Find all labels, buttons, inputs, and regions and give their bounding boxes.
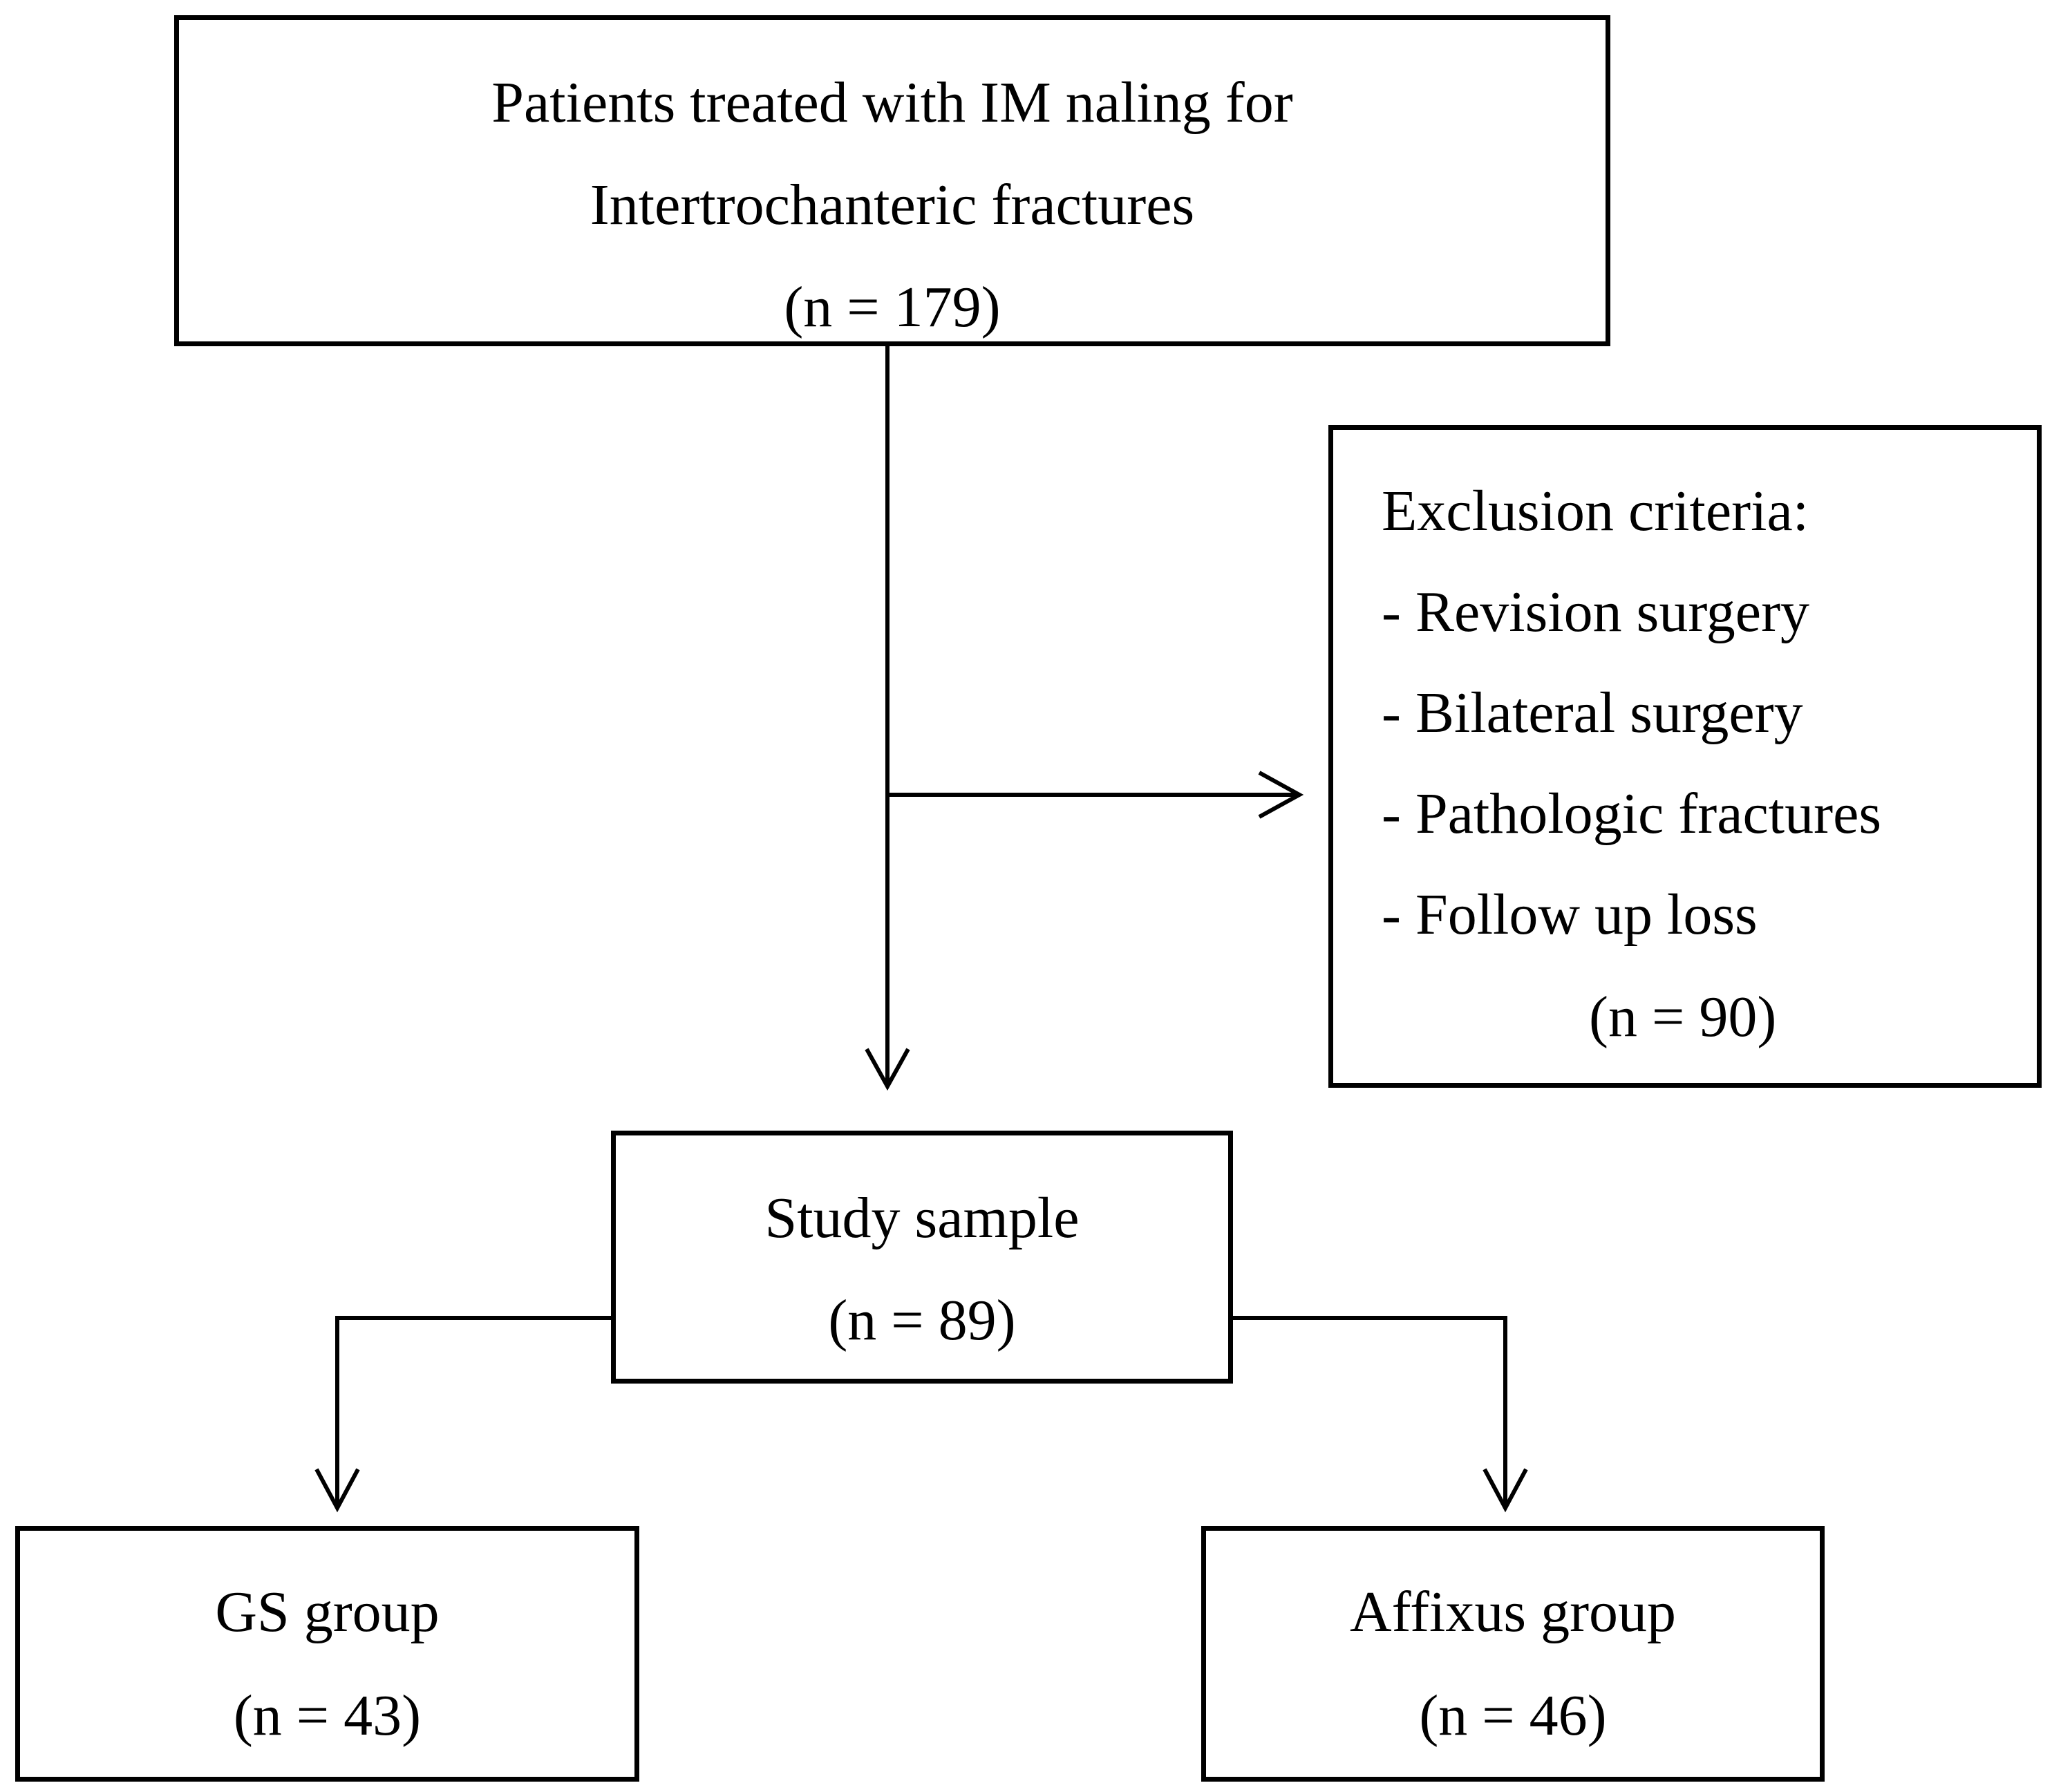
affixus-group-label: Affixus group	[1349, 1580, 1677, 1644]
patients-line-1: Patients treated with IM naling for	[491, 70, 1293, 135]
exclusion-box: Exclusion criteria: - Revision surgery -…	[1328, 425, 2042, 1088]
split-left-line	[335, 1316, 611, 1507]
gs-group-count: (n = 43)	[233, 1683, 422, 1748]
split-right-line	[1231, 1316, 1507, 1507]
arrow-to-gs-group	[314, 1468, 360, 1513]
study-sample-box: Study sample (n = 89)	[611, 1131, 1233, 1384]
study-sample-label: Study sample	[764, 1186, 1080, 1250]
arrow-to-exclusion	[1258, 771, 1304, 819]
exclusion-count: (n = 90)	[1589, 985, 1777, 1049]
exclusion-item: - Follow up loss	[1382, 883, 1758, 947]
patients-line-2: Intertrochanteric fractures	[590, 173, 1195, 237]
patients-count: (n = 179)	[784, 275, 1001, 339]
arrow-to-affixus-group	[1482, 1468, 1528, 1513]
affixus-group-box: Affixus group (n = 46)	[1201, 1526, 1825, 1782]
study-sample-count: (n = 89)	[828, 1288, 1016, 1352]
gs-group-box: GS group (n = 43)	[15, 1526, 639, 1782]
exclusion-title: Exclusion criteria:	[1382, 479, 1809, 543]
affixus-group-count: (n = 46)	[1419, 1683, 1607, 1748]
exclusion-item: - Bilateral surgery	[1382, 681, 1803, 745]
gs-group-label: GS group	[215, 1580, 440, 1644]
exclusion-item: - Revision surgery	[1382, 580, 1810, 644]
exclusion-item: - Pathologic fractures	[1382, 782, 1882, 846]
patients-box: Patients treated with IM naling for Inte…	[174, 15, 1610, 346]
arrow-to-study-sample	[865, 1048, 910, 1091]
